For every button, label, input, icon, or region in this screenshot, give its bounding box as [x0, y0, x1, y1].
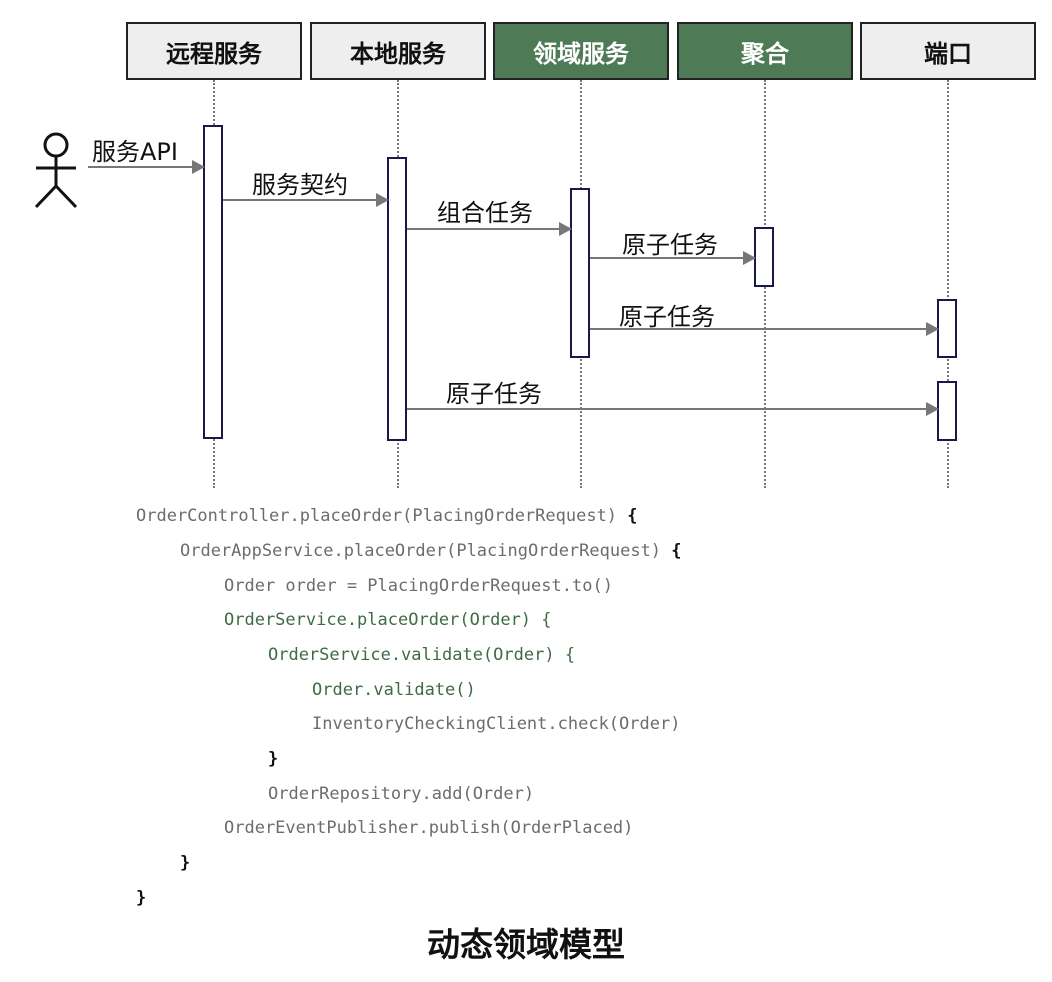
- code-text: OrderAppService.placeOrder(PlacingOrderR…: [180, 541, 662, 561]
- lane-aggregate: 聚合: [677, 22, 853, 80]
- arrow-compose-task: [407, 222, 572, 236]
- code-line-6: Order.validate(): [312, 680, 476, 700]
- code-line-4: OrderService.placeOrder(Order) {: [224, 610, 552, 630]
- arrow-service-contract: [223, 193, 389, 207]
- code-brace: {: [627, 506, 638, 526]
- lane-local-service: 本地服务: [310, 22, 486, 80]
- label-service-api: 服务API: [92, 138, 178, 166]
- actor-icon: [34, 132, 78, 209]
- activation-port-2: [937, 381, 957, 441]
- code-brace: {: [541, 610, 552, 630]
- code-brace: {: [671, 541, 682, 561]
- code-line-3: Order order = PlacingOrderRequest.to(): [224, 576, 613, 596]
- code-line-5: OrderService.validate(Order) {: [268, 645, 575, 665]
- code-line-11: }: [180, 853, 191, 873]
- activation-remote-service: [203, 125, 223, 439]
- code-text: OrderService.placeOrder(Order): [224, 610, 532, 630]
- label-atomic-task-1: 原子任务: [622, 231, 718, 259]
- label-atomic-task-3: 原子任务: [446, 380, 542, 408]
- code-line-9: OrderRepository.add(Order): [268, 784, 535, 804]
- code-line-2: OrderAppService.placeOrder(PlacingOrderR…: [180, 541, 682, 561]
- code-line-10: OrderEventPublisher.publish(OrderPlaced): [224, 818, 634, 838]
- code-line-8: }: [268, 749, 279, 769]
- arrow-atomic-task-port-2: [407, 402, 939, 416]
- diagram-title: 动态领域模型: [427, 925, 625, 964]
- lane-domain-service: 领域服务: [493, 22, 669, 80]
- code-brace: {: [564, 645, 576, 665]
- arrow-service-api: [88, 160, 205, 174]
- lane-remote-service: 远程服务: [126, 22, 302, 80]
- activation-local-service: [387, 157, 407, 441]
- arrow-atomic-task-aggregate: [590, 251, 756, 265]
- activation-aggregate: [754, 227, 774, 287]
- code-line-12: }: [136, 888, 147, 908]
- code-line-1: OrderController.placeOrder(PlacingOrderR…: [136, 506, 638, 526]
- label-compose-task: 组合任务: [437, 199, 533, 227]
- lane-port: 端口: [860, 22, 1036, 80]
- label-atomic-task-2: 原子任务: [619, 303, 715, 331]
- code-text: OrderController.placeOrder(PlacingOrderR…: [136, 506, 618, 526]
- activation-domain-service: [570, 188, 590, 358]
- label-service-contract: 服务契约: [252, 171, 348, 199]
- lifeline-port: [947, 80, 949, 488]
- code-text: OrderService.validate(Order): [268, 645, 555, 665]
- arrow-atomic-task-port-1: [590, 322, 939, 336]
- activation-port-1: [937, 299, 957, 358]
- code-line-7: InventoryCheckingClient.check(Order): [312, 714, 681, 734]
